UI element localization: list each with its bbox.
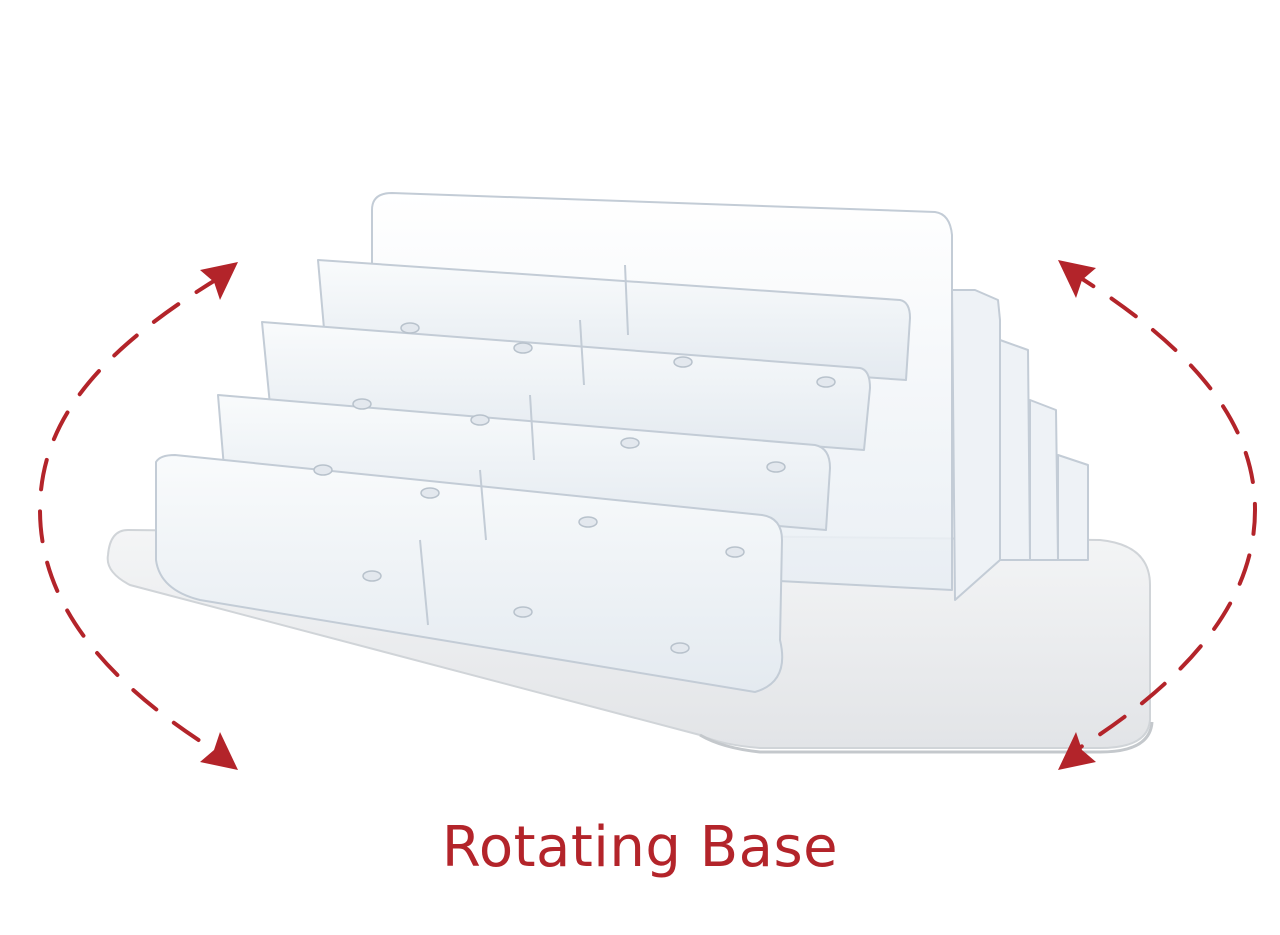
acrylic-card-holder xyxy=(155,192,1089,693)
holder-holes xyxy=(313,322,836,654)
caption-rotating-base: Rotating Base xyxy=(441,815,839,880)
rotation-arrow-left-icon xyxy=(37,262,238,770)
rotation-arrow-right-icon xyxy=(1058,260,1258,770)
